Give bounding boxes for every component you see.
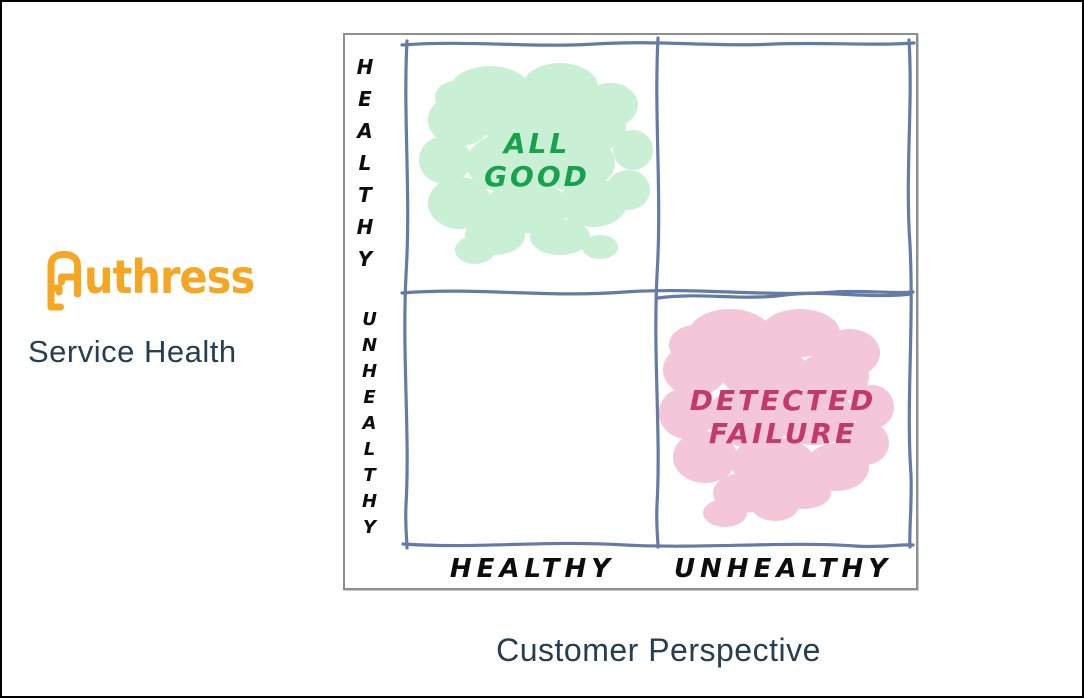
x-axis-label-unhealthy: UNHEALTHY (673, 554, 893, 584)
quadrant-label-all-good: ALL GOOD (484, 127, 590, 193)
x-axis-title: Customer Perspective (496, 632, 821, 668)
grid-lines (400, 36, 916, 550)
pink-highlight-blob (659, 309, 894, 527)
quadrant-chart-panel: HEALTHY UNHEALTHY ALL GOOD DETECTED FAIL… (343, 33, 918, 590)
authress-key-icon (47, 251, 81, 311)
x-axis-label-healthy: HEALTHY (449, 554, 616, 584)
y-axis-label-unhealthy: UNHEALTHY (359, 309, 380, 543)
y-axis-label-healthy: HEALTHY (353, 55, 377, 279)
authress-wordmark: uthress (84, 250, 255, 304)
authress-logo: uthress (46, 248, 268, 318)
brand-block: uthress Service Health (28, 248, 268, 370)
brand-subtitle: Service Health (28, 334, 237, 369)
green-highlight-blob (419, 63, 653, 264)
quadrant-grid-svg (400, 36, 916, 550)
quadrant-label-detected-failure: DETECTED FAILURE (689, 384, 877, 450)
